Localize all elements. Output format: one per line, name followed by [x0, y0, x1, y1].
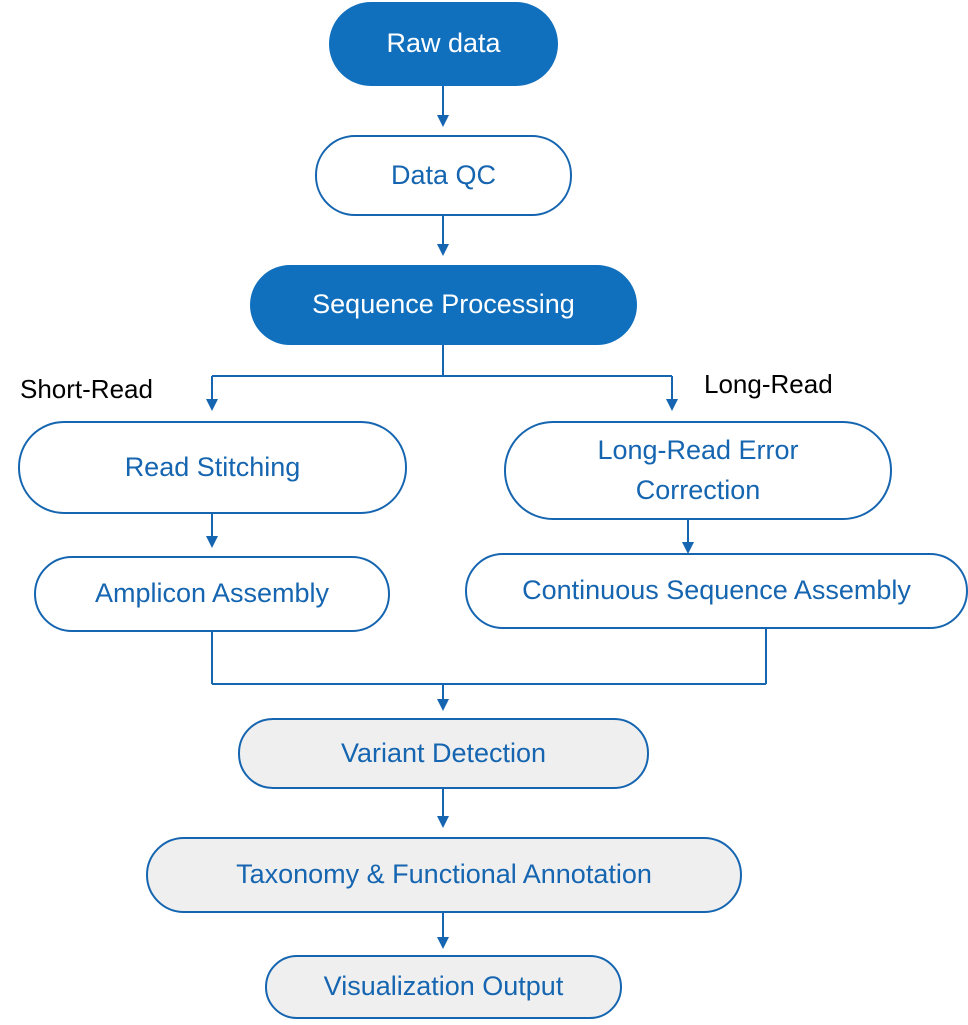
- arrowhead-long-read-error: [666, 399, 678, 411]
- node-taxonomy-functional-annotation: Taxonomy & Functional Annotation: [146, 837, 742, 913]
- node-visualization-output-label: Visualization Output: [323, 971, 564, 1002]
- node-long-read-error-correction-line2: Correction: [635, 474, 761, 505]
- branch-label-long-read: Long-Read: [704, 369, 833, 399]
- node-taxonomy-functional-annotation-label: Taxonomy & Functional Annotation: [236, 859, 652, 890]
- node-visualization-output: Visualization Output: [265, 955, 622, 1019]
- node-continuous-sequence-assembly-label: Continuous Sequence Assembly: [522, 575, 911, 606]
- branch-label-short-read: Short-Read: [20, 374, 153, 404]
- node-long-read-error-correction-line1: Long-Read Error: [597, 435, 799, 466]
- node-variant-detection-label: Variant Detection: [340, 737, 547, 768]
- node-long-read-error-correction: Long-Read Error Correction: [504, 421, 892, 520]
- arrowhead-dataqc: [437, 115, 449, 127]
- arrowhead-variant: [437, 699, 449, 711]
- arrowhead-read-stitching: [206, 399, 218, 411]
- arrowhead-amplicon: [206, 536, 218, 548]
- node-amplicon-assembly-label: Amplicon Assembly: [94, 578, 330, 609]
- node-sequence-processing: Sequence Processing: [250, 265, 637, 345]
- node-data-qc: Data QC: [315, 135, 572, 216]
- node-amplicon-assembly: Amplicon Assembly: [34, 556, 390, 632]
- node-read-stitching-label: Read Stitching: [124, 451, 301, 482]
- node-variant-detection: Variant Detection: [238, 718, 649, 789]
- arrowhead-visualization: [437, 937, 449, 949]
- arrowhead-sequence: [437, 244, 449, 256]
- node-data-qc-label: Data QC: [390, 159, 497, 190]
- node-read-stitching: Read Stitching: [18, 421, 407, 514]
- arrowhead-continuous: [682, 542, 694, 554]
- node-sequence-processing-label: Sequence Processing: [312, 289, 575, 320]
- node-raw-data: Raw data: [329, 2, 558, 86]
- node-raw-data-label: Raw data: [386, 28, 501, 59]
- node-continuous-sequence-assembly: Continuous Sequence Assembly: [465, 553, 968, 629]
- arrowhead-taxonomy: [437, 816, 449, 828]
